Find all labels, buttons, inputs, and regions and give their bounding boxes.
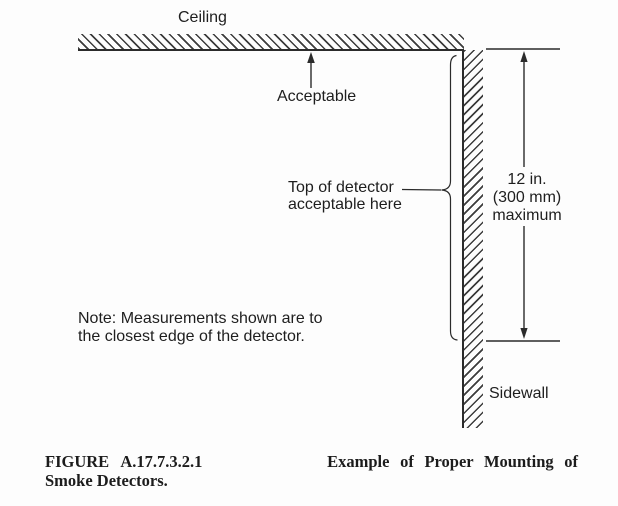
ceiling-hatch (78, 34, 464, 51)
ceiling-label: Ceiling (178, 9, 227, 26)
caption-line2: Smoke Detectors. (45, 471, 168, 490)
sidewall-label: Sidewall (489, 385, 549, 402)
acceptable-arrow (307, 52, 315, 88)
caption-figure-number: FIGURE A.17.7.3.2.1 (45, 452, 203, 471)
measurement-note: Note: Measurements shown are to the clos… (78, 310, 323, 346)
note-line1: Note: Measurements shown are to (78, 310, 323, 327)
acceptable-label: Acceptable (277, 88, 357, 105)
detector-label-line1: Top of detector (288, 179, 394, 196)
caption-line1: FIGURE A.17.7.3.2.1 Example of Proper Mo… (45, 452, 578, 471)
detector-zone-brace (441, 54, 458, 341)
dimension-value: 12 in. (507, 171, 547, 188)
detector-label-line2: acceptable here (288, 196, 402, 213)
dimension-arrow (520, 51, 528, 339)
figure-caption: FIGURE A.17.7.3.2.1 Example of Proper Mo… (45, 452, 578, 490)
detector-leader-line (401, 188, 442, 191)
caption-title: Example of Proper Mounting of (327, 452, 578, 471)
dimension-label: 12 in. (300 mm) maximum (477, 171, 577, 225)
note-line2: the closest edge of the detector. (78, 328, 305, 345)
dimension-qualifier: maximum (492, 207, 562, 224)
detector-label: Top of detector acceptable here (288, 179, 402, 213)
dimension-metric: (300 mm) (492, 189, 562, 206)
sidewall-hatch (462, 50, 483, 428)
